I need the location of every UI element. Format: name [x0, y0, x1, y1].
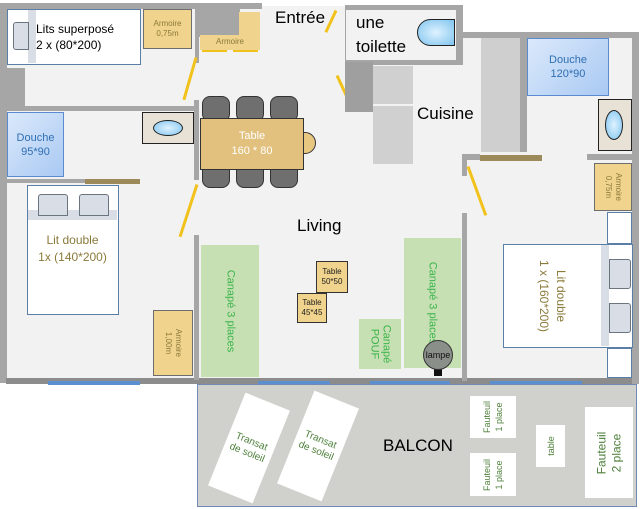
armchair-1: Fauteuil 1 place	[470, 396, 516, 438]
wall-right	[632, 32, 639, 384]
room-label-balcon: BALCON	[383, 436, 453, 455]
lamp-label: lampe	[425, 350, 451, 360]
sofa-label: Canapé 3 places	[224, 269, 236, 353]
kitchen-counter-right	[481, 38, 521, 152]
basin-icon	[605, 110, 623, 140]
sofa-2-seat: Fauteuil 2 place	[585, 407, 633, 498]
armchair-label: Fauteuil 1 place	[482, 458, 504, 491]
wall-bunk-stub	[7, 68, 25, 106]
chair	[270, 96, 298, 122]
sunlounger-label: Transat de soleil	[296, 428, 339, 464]
wall-bath-right-bottom	[587, 154, 633, 160]
wardrobe-door-line	[202, 50, 227, 52]
wall-living-left-lower	[194, 235, 199, 380]
chair	[202, 96, 230, 122]
wardrobe-100: Armoire 1,00m	[153, 310, 193, 376]
shower-left: Douche 95*90	[7, 112, 64, 177]
pillow	[609, 259, 631, 289]
table-label: Table 45*45	[301, 298, 323, 317]
chair	[236, 96, 264, 122]
bunk-bed-rail	[28, 10, 36, 63]
table-label: Table 50*50	[321, 267, 343, 286]
shower-label: Douche 95*90	[16, 131, 55, 158]
balcony-table: table	[536, 425, 565, 467]
sofa-label: Canapé 3 places	[426, 261, 439, 345]
lamp: lampe	[423, 340, 453, 370]
wall-bedroom-right-wood	[480, 155, 542, 161]
wall-entry-cover	[195, 9, 239, 35]
kitchen-block-dark	[345, 62, 373, 112]
room-label-living: Living	[297, 216, 342, 235]
toilet-bowl-icon	[417, 19, 455, 46]
wall-bedroom-right-left-lower	[462, 213, 467, 381]
wall-living-left	[194, 100, 199, 180]
double-bed-right-label-wrap: Lit double 1 x (160*200)	[504, 245, 601, 346]
top-right-outside	[460, 0, 640, 34]
balcony-table-label: table	[545, 436, 556, 456]
window	[370, 381, 450, 385]
sofa-left: Canapé 3 places	[201, 245, 259, 377]
washbasin-left	[142, 112, 194, 144]
armchair-label: Fauteuil 1 place	[482, 400, 504, 434]
pillow	[13, 22, 29, 50]
double-bed-right: Lit double 1 x (160*200)	[503, 244, 633, 348]
bed-headboard	[601, 245, 609, 346]
wall-bunk-bottom	[7, 106, 197, 111]
wall-bedroom-right-top	[462, 154, 480, 160]
wall-bedroom-right-left	[462, 154, 467, 176]
bunk-bed-label: Lits superposé 2 x (80*200)	[36, 22, 115, 52]
wardrobe-075: Armoire 0,75m	[143, 9, 192, 49]
room-label-toilette: une toilette	[356, 13, 407, 56]
wall-top-left	[0, 3, 262, 9]
sunlounger-label: Transat de soleil	[227, 430, 270, 466]
sofa-label: Canapé POUF	[367, 324, 392, 364]
wardrobe-label: Armoire	[215, 37, 244, 46]
kitchen-counter	[373, 66, 413, 104]
sofa-2-seat-label: Fauteuil 2 place	[593, 431, 623, 474]
double-bed-left-label: Lit double 1x (140*200)	[38, 233, 107, 264]
wall-bath-bottom	[7, 179, 87, 183]
kitchen-counter	[373, 106, 413, 164]
shower-right: Douche 120*90	[527, 38, 609, 96]
double-bed-right-label: Lit double 1 x (160*200)	[537, 259, 569, 332]
room-label-cuisine: Cuisine	[417, 104, 474, 123]
wall-entry-post	[195, 35, 199, 63]
pillow	[609, 303, 631, 333]
wardrobe-door-line	[233, 50, 258, 52]
bunk-bed: Lits superposé 2 x (80*200)	[7, 9, 141, 65]
top-mid-outside	[330, 0, 460, 6]
window	[258, 381, 330, 385]
dining-table: Table 160 * 80	[200, 118, 304, 170]
dining-table-label: Table 160 * 80	[231, 130, 273, 157]
shower-label: Douche 120*90	[549, 54, 587, 80]
wall-left	[0, 3, 7, 383]
window	[48, 381, 140, 385]
wall-kitchen-right	[520, 38, 527, 152]
pillow	[38, 194, 68, 216]
armchair-2: Fauteuil 1 place	[470, 453, 516, 496]
wardrobe-label: Armoire 0,75m	[153, 19, 182, 38]
lamp-base	[434, 369, 442, 376]
sofa-pouf: Canapé POUF	[359, 319, 401, 369]
nightstand	[607, 212, 632, 244]
wall-bath-bottom-wood	[85, 179, 140, 184]
pillow	[79, 194, 109, 216]
double-bed-left: Lit double 1x (140*200)	[27, 185, 119, 315]
washbasin-right	[598, 99, 632, 151]
bed-headboard	[28, 210, 117, 220]
window	[490, 381, 582, 385]
basin-icon	[153, 120, 183, 136]
nightstand	[607, 348, 632, 378]
wardrobe-label: Armoire 0,75m	[603, 172, 623, 202]
table-45: Table 45*45	[297, 293, 327, 323]
table-50: Table 50*50	[316, 261, 348, 293]
wardrobe-label: Armoire 1,00m	[163, 328, 183, 358]
wardrobe-075-right: Armoire 0,75m	[594, 163, 632, 211]
room-label-entree: Entrée	[275, 8, 326, 27]
wall-top-right	[462, 32, 638, 38]
